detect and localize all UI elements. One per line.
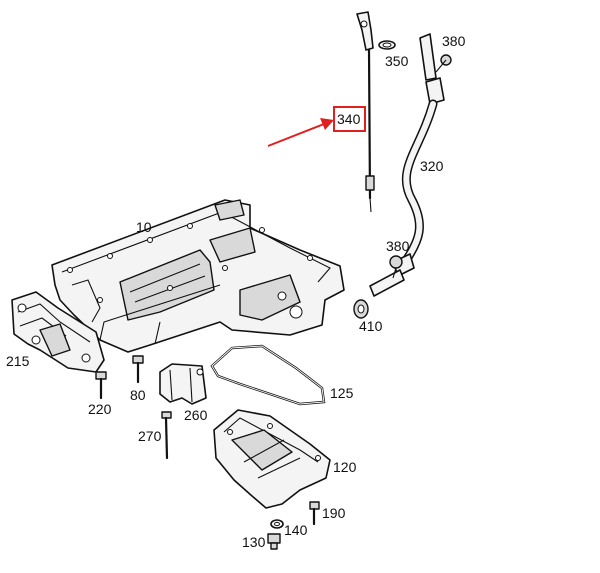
label-215: 215 <box>6 353 30 369</box>
label-410: 410 <box>359 318 383 334</box>
lower-oil-pan-120 <box>213 409 331 509</box>
label-320: 320 <box>420 158 444 174</box>
gasket-125 <box>210 344 326 406</box>
o-ring-350 <box>378 40 396 50</box>
highlight-box <box>333 106 366 132</box>
label-125: 125 <box>330 385 354 401</box>
guide-tube-320 <box>369 33 445 297</box>
label-260: 260 <box>184 407 208 423</box>
label-80: 80 <box>130 387 146 403</box>
drain-plug-130 <box>267 533 281 550</box>
bolt-380-top <box>435 54 452 73</box>
bracket-215 <box>11 291 105 373</box>
part-labels: 10 120 125 130 140 190 215 220 260 270 3… <box>6 33 466 550</box>
label-120: 120 <box>333 459 357 475</box>
label-130: 130 <box>242 534 266 550</box>
bolt-270 <box>161 411 172 460</box>
support-260 <box>159 363 207 405</box>
highlight-callout <box>267 106 366 147</box>
label-190: 190 <box>322 505 346 521</box>
dipstick-340 <box>356 11 375 213</box>
seal-ring-410 <box>353 299 369 319</box>
label-220: 220 <box>88 401 112 417</box>
label-380-top: 380 <box>442 33 466 49</box>
bolt-380-mid <box>389 255 403 279</box>
highlight-arrowhead <box>320 118 334 130</box>
label-380-mid: 380 <box>386 238 410 254</box>
bolt-190 <box>309 501 320 526</box>
bolt-80 <box>132 355 144 384</box>
bolt-220 <box>95 371 107 400</box>
label-10: 10 <box>136 219 152 235</box>
seal-ring-140 <box>270 519 284 529</box>
label-270: 270 <box>138 428 162 444</box>
label-350: 350 <box>385 53 409 69</box>
highlight-arrow <box>267 123 325 147</box>
label-340: 340 <box>337 111 361 127</box>
upper-oil-pan-10 <box>51 199 345 353</box>
label-140: 140 <box>284 522 308 538</box>
